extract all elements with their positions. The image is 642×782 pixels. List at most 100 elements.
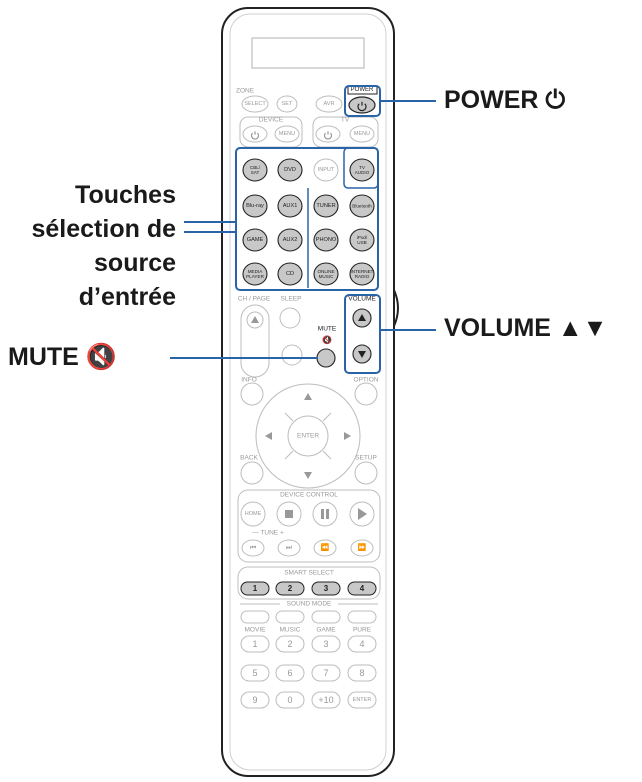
select-button[interactable] [241,95,269,113]
source-button[interactable] [349,158,375,182]
option-button[interactable] [354,382,378,406]
skip-fwd-button[interactable] [277,539,301,557]
source-button[interactable] [313,194,339,218]
source-button[interactable] [313,262,339,286]
source-button[interactable] [242,158,268,182]
pause-button[interactable] [312,501,338,527]
number-button[interactable] [240,664,270,682]
smart-select-button[interactable] [311,581,341,596]
fast-forward-button[interactable] [350,539,374,557]
source-button[interactable] [242,194,268,218]
stop-icon [285,510,293,518]
sound-mode-button[interactable] [275,610,305,624]
dpad-diag [284,412,294,422]
volume-down-icon [358,351,366,358]
sleep-label: SLEEP [281,296,302,303]
number-button-label: 8 [359,668,364,678]
home-button-label: HOME [245,511,262,517]
source-button[interactable] [277,262,303,286]
sound-mode-button[interactable] [347,610,377,624]
hidden-button[interactable] [281,344,303,366]
volume-highlight [344,294,381,374]
source-button[interactable] [277,194,303,218]
power-label: POWER [351,87,374,93]
number-button[interactable] [240,691,270,709]
sound-mode-button[interactable] [311,610,341,624]
source-buttons-highlight [235,147,379,291]
source-button[interactable] [277,158,303,182]
source-button[interactable] [349,262,375,286]
dpad-diag [322,450,332,460]
avr-button[interactable] [315,95,343,113]
input-button[interactable] [313,158,339,182]
smart-select-button[interactable] [347,581,377,596]
number-button[interactable] [275,635,305,653]
enter-button[interactable] [287,415,329,457]
smart-select-button-label: 4 [360,584,365,593]
source-button[interactable] [242,228,268,252]
number-button[interactable] [275,691,305,709]
home-button[interactable] [240,501,266,527]
back-button[interactable] [240,461,264,485]
smart-select-button-label: 1 [253,584,258,593]
set-button[interactable] [276,95,298,113]
dpad-right-icon [344,432,351,440]
sound-mode-label: SOUND MODE [287,601,332,608]
pause-icon [326,509,329,519]
mute-button[interactable] [316,348,336,368]
skip-back-button[interactable] [241,539,265,557]
source-button[interactable] [242,262,268,286]
device-control-outline [237,489,381,563]
source-button[interactable] [277,228,303,252]
info-button[interactable] [240,382,264,406]
pause-icon [321,509,324,519]
number-button-label: 1 [252,639,257,649]
number-button[interactable] [311,635,341,653]
number-button[interactable] [347,691,377,709]
source-button[interactable] [349,228,375,252]
smart-select-button[interactable] [240,581,270,596]
mode-label: GAME [316,627,336,634]
number-button[interactable] [275,664,305,682]
source-button-label: AUX1 [283,203,298,209]
source-button[interactable] [313,228,339,252]
sleep-button[interactable] [279,307,301,329]
source-button-label: Bluetooth [352,204,372,209]
tv-menu-button[interactable] [349,125,375,143]
number-button[interactable] [347,664,377,682]
number-button[interactable] [311,664,341,682]
option-label: OPTION [354,377,379,384]
source-button-label: GAME [247,237,264,243]
smart-select-button[interactable] [275,581,305,596]
setup-button[interactable] [354,461,378,485]
number-button-label: 4 [359,639,364,649]
rewind-icon: ⏪ [321,543,330,552]
number-button-label: 3 [323,639,328,649]
number-button[interactable] [347,635,377,653]
number-button[interactable] [311,691,341,709]
sound-mode-button[interactable] [240,610,270,624]
number-button[interactable] [240,635,270,653]
device-menu-button[interactable] [274,125,300,143]
number-button-label: ENTER [353,697,372,703]
source-button-label: CD [286,271,294,277]
number-button-label: 9 [252,695,257,705]
rewind-button[interactable] [313,539,337,557]
source-callout-label-4: d’entrée [78,283,176,311]
device-control-label: DEVICE CONTROL [280,492,338,499]
source-button-label: PHONO [316,237,337,243]
skip-fwd-icon: ⏭ [286,545,293,552]
source-button[interactable] [349,194,375,218]
device-power-icon-arc [250,132,260,140]
device-menu-label: MENU [279,131,295,137]
info-label: INFO [241,377,257,384]
dpad-left-icon [265,432,272,440]
source-button-label: AUX2 [283,237,298,243]
input-button-label: INPUT [318,167,335,173]
setup-label: SETUP [355,455,377,462]
remote-inner-outline [229,13,387,771]
volume-up-icon [358,314,366,321]
number-button-label: 7 [323,668,328,678]
